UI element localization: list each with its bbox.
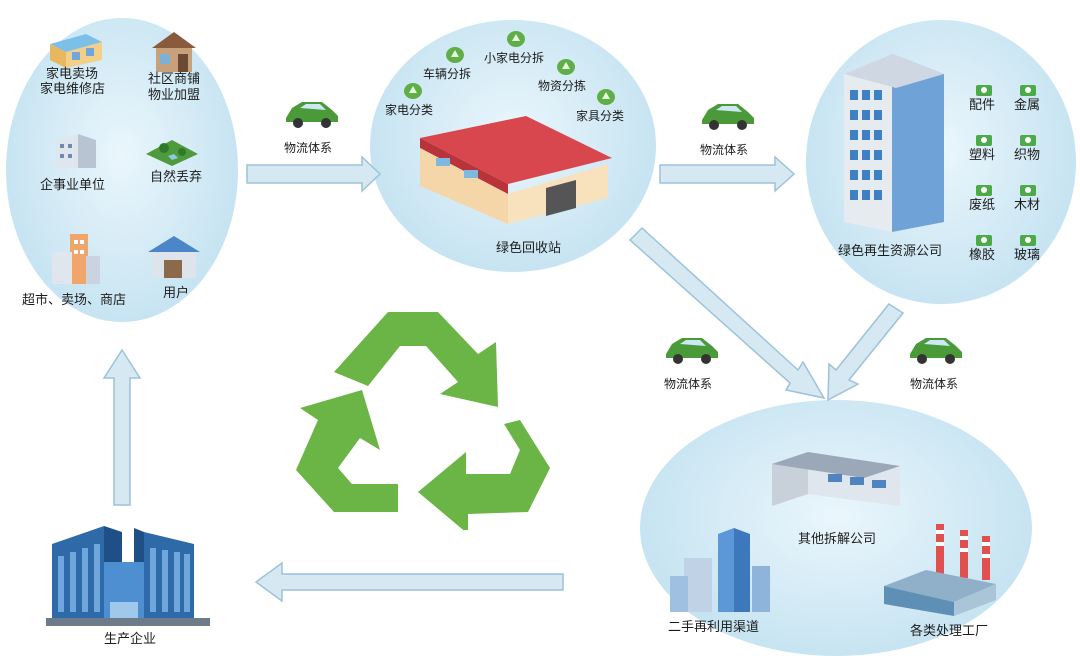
small-recycle-icon (404, 83, 422, 99)
office-building-icon (56, 134, 96, 168)
appliance-store-icon (50, 34, 102, 68)
logistics-label-2: 物流体系 (700, 143, 749, 157)
source-property-join: 物业加盟 (148, 88, 201, 103)
recycle-bin-icon (976, 135, 992, 146)
supermarket-icon (52, 234, 100, 284)
producer-label: 生产企业 (104, 632, 157, 647)
sorting-materials: 物资分拣 (538, 79, 587, 93)
company-title: 绿色再生资源公司 (838, 244, 943, 259)
sorting-appliance: 家电分类 (385, 103, 434, 117)
source-community-shop: 社区商铺 (148, 72, 201, 87)
destinations-ellipse (640, 400, 1032, 656)
source-user: 用户 (163, 286, 190, 301)
source-appliance-market: 家电卖场 (46, 67, 99, 82)
producer-building-icon (46, 526, 210, 626)
sources-ellipse (6, 18, 238, 322)
sorting-vehicle: 车辆分拆 (423, 67, 472, 81)
small-recycle-icon (557, 59, 575, 75)
material-metal: 金属 (1014, 98, 1041, 113)
logistics-label-4: 物流体系 (910, 377, 959, 391)
recycle-symbol-icon (296, 312, 550, 530)
recycle-bin-icon (1020, 135, 1036, 146)
park-icon (146, 140, 198, 166)
destination-second-hand: 二手再利用渠道 (668, 620, 760, 635)
warehouse-icon (420, 116, 612, 224)
destination-dismantle: 其他拆解公司 (798, 532, 877, 547)
sorting-small-appliance: 小家电分拆 (484, 51, 545, 65)
small-recycle-icon (597, 89, 615, 105)
arrow-company-to-destinations (827, 303, 905, 402)
source-supermarket: 超市、卖场、商店 (22, 293, 127, 308)
company-tower-icon (844, 54, 944, 232)
source-enterprise: 企事业单位 (40, 178, 106, 193)
arrow-station-to-destinations (628, 226, 826, 400)
material-textile: 织物 (1014, 148, 1041, 163)
arrow-destinations-to-producer (254, 561, 564, 603)
arrow-station-to-company (659, 155, 796, 193)
small-recycle-icon (446, 47, 464, 63)
source-appliance-repair: 家电维修店 (40, 82, 106, 97)
recycle-bin-icon (1020, 185, 1036, 196)
material-plastic: 塑料 (969, 148, 996, 163)
source-natural-discard: 自然丢弃 (150, 170, 203, 185)
material-rubber: 橡胶 (969, 248, 996, 263)
material-parts: 配件 (969, 98, 996, 113)
factory-icon (772, 452, 900, 506)
destination-processing: 各类处理工厂 (910, 624, 989, 639)
material-glass: 玻璃 (1014, 248, 1041, 263)
recycle-bin-icon (976, 235, 992, 246)
logistics-label-3: 物流体系 (664, 377, 713, 391)
logistics-label-1: 物流体系 (284, 141, 333, 155)
power-plant-icon (884, 524, 996, 616)
recycle-bin-icon (1020, 85, 1036, 96)
car-icon (666, 338, 718, 364)
small-recycle-icon (507, 31, 525, 47)
car-icon (286, 102, 338, 128)
house-icon (148, 236, 200, 278)
station-title: 绿色回收站 (496, 241, 562, 256)
car-icon (910, 338, 962, 364)
recycle-bin-icon (1020, 235, 1036, 246)
material-paper: 废纸 (969, 198, 996, 213)
car-icon (702, 104, 754, 130)
recycle-bin-icon (976, 85, 992, 96)
recycle-bin-icon (976, 185, 992, 196)
material-wood: 木材 (1014, 198, 1041, 213)
community-shop-icon (152, 32, 196, 72)
arrow-sources-to-station (246, 155, 382, 193)
city-buildings-icon (670, 528, 770, 612)
sorting-furniture: 家具分类 (576, 109, 625, 123)
arrow-producer-to-sources (102, 348, 142, 506)
